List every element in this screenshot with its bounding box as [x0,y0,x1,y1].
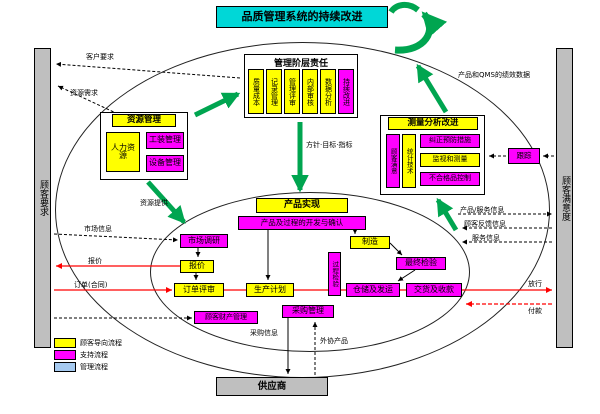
label-customer-req: 客户要求 [86,53,114,61]
label-outsourced: 外协产品 [320,337,348,345]
label-resource-need: 资源需求 [70,89,98,97]
inner-ellipse [150,192,470,352]
label-feedback: 顾客反馈信息 [464,220,506,228]
management-item-records: 记录管理 [266,69,282,114]
measurement-item-corrective: 纠正预防措施 [420,134,480,148]
measurement-item-customer-satisfaction: 顾客满意 [386,134,400,188]
label-market-info: 市场信息 [84,225,112,233]
green-arrow-resources-to-mgmt [193,91,241,118]
warehouse-shipping-box: 仓储及发运 [346,283,400,297]
legend-label-customer-oriented: 顾客导向流程 [80,339,122,347]
measurement-item-nonconforming: 不合格品控制 [420,172,480,186]
delivery-payment-box: 交货及收款 [406,283,462,297]
arrow-manufacture-to-final [389,242,403,256]
supplier-box: 供应商 [216,377,328,396]
diagram-title: 品质管理系统的持续改进 [216,6,388,28]
label-resource-supply: 资源提供 [140,199,168,207]
management-item-audit: 内部审核 [302,69,318,114]
measurement-item-statistics: 统计技术 [402,134,416,188]
label-purchase-info: 采购信息 [250,329,278,337]
order-review-box: 订单评审 [174,283,224,297]
resources-item-tooling: 工装管理 [146,132,184,149]
label-performance: 产品和QMS的绩效数据 [458,71,530,79]
label-service: 服务信息 [472,234,500,242]
label-quote: 报价 [88,257,102,265]
final-inspection-box: 最终检验 [396,257,446,270]
label-order: 订单(合同) [74,281,108,289]
legend-label-support: 支持流程 [80,351,108,359]
label-product-service: 产品/服务信息 [460,206,505,214]
green-arrow-measurement-to-top [415,63,449,114]
tracking-box: 跟踪 [508,148,540,164]
quotation-box: 报价 [180,260,214,273]
customer-property-box: 顾客财产管理 [194,311,258,324]
legend-swatch-yellow [54,338,76,348]
label-release: 放行 [528,280,542,288]
green-recycle-arrow-2 [388,2,420,14]
management-item-review: 管理评审 [284,69,300,114]
management-item-quality-cost: 质量成本 [248,69,264,114]
legend-label-management: 管理流程 [80,363,108,371]
dev-confirmation-box: 产品及过程的开发与确认 [238,216,366,230]
legend-row-customer-oriented: 顾客导向流程 [54,338,122,348]
product-realization-box: 产品实现 [256,198,348,213]
process-inspection-box: 过程检验 [328,252,341,296]
customer-satisfaction-bar: 顾客满意度 [556,48,573,348]
legend-row-management: 管理流程 [54,362,108,372]
label-policy: 方针·目标·指标 [306,141,353,149]
customer-requirements-bar: 顾客要求 [34,48,51,348]
legend-swatch-blue [54,362,76,372]
market-research-box: 市场调研 [180,234,228,248]
resources-item-equipment: 设备管理 [146,155,184,172]
green-arrow-realization-to-measurement [435,197,459,232]
resources-title: 资源管理 [112,114,176,127]
dashed-market-info [53,233,179,243]
dashed-customer-req [55,61,241,79]
manufacture-box: 制造 [350,236,390,249]
legend-row-support: 支持流程 [54,350,108,360]
legend-swatch-magenta [54,350,76,360]
arrow-final-to-warehouse [397,269,416,282]
green-recycle-arrow [394,11,448,54]
measurement-item-monitoring: 监视和测量 [420,153,480,167]
management-title: 管理阶层责任 [273,59,328,69]
management-item-data-analysis: 数据分析 [320,69,336,114]
green-arrow-resources-to-realization [146,180,186,224]
resources-item-hr: 人力资源 [106,132,140,172]
production-plan-box: 生产计划 [246,283,294,297]
label-payment: 付款 [528,307,542,315]
purchasing-box: 采购管理 [282,305,334,318]
management-item-improvement: 持续改进 [338,69,354,114]
dashed-resource-need [57,85,119,115]
measurement-title: 测量分析改进 [388,117,478,130]
